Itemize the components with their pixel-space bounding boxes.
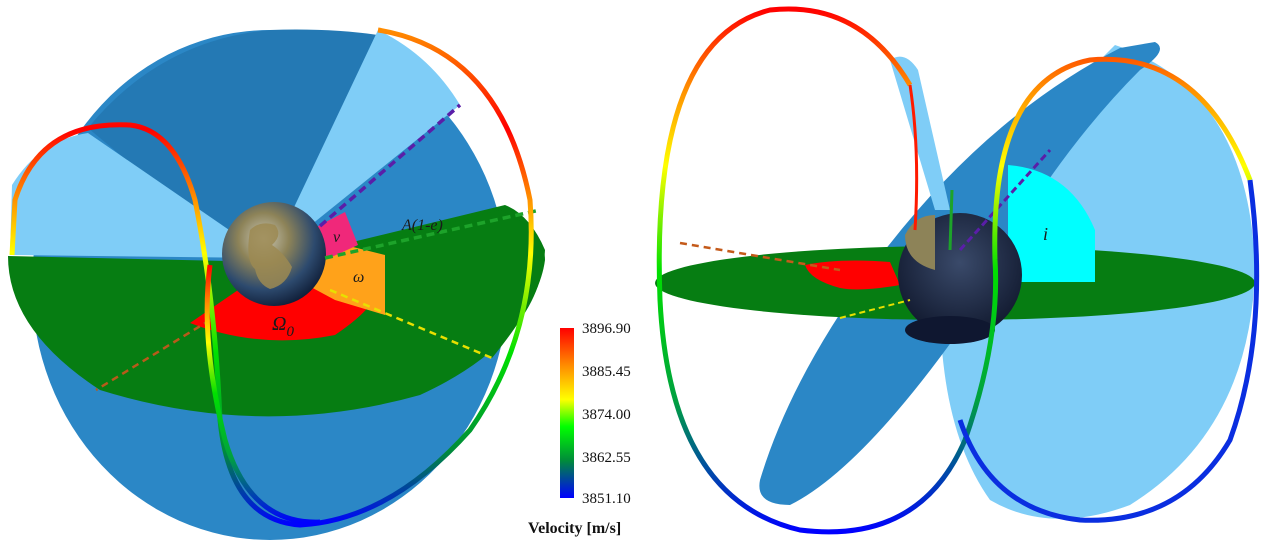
nu-label: ν [333, 229, 341, 246]
equatorial-plane-right [270, 210, 545, 358]
apoapsis-line [324, 208, 541, 260]
right-view: i [655, 6, 1260, 535]
omega-label: ω [353, 269, 364, 286]
colorbar-gradient [560, 328, 574, 498]
orbital-plane-shade [88, 29, 378, 280]
colorbar-tick-1: 3885.45 [582, 364, 631, 380]
orbit-ring-right-1 [656, 6, 1253, 535]
inclination-label: i [1043, 224, 1048, 244]
node-line-ascending [329, 288, 493, 360]
periapsis-line [318, 103, 462, 228]
orbital-plane-light-sliver [890, 56, 950, 210]
a-one-minus-e-label: A(1-e) [401, 217, 443, 234]
colorbar-tick-0: 3896.90 [582, 321, 631, 337]
colorbar-tick-4: 3851.10 [582, 491, 631, 507]
colorbar-tick-2: 3874.00 [582, 407, 631, 423]
colorbar-tick-3: 3862.55 [582, 450, 631, 466]
orbit-ring-left-inner [204, 264, 321, 525]
left-view: ν A(1-e) ω Ω0 [8, 27, 545, 540]
raan-label: Ω0 [272, 313, 294, 340]
colorbar-title: Velocity [m/s] [528, 520, 621, 537]
velocity-colorbar: 3896.90 3885.45 3874.00 3862.55 3851.10 … [528, 321, 631, 537]
periapsis-line-right [958, 148, 1052, 252]
earth-right-lower [905, 316, 995, 344]
orbital-plane-light-sector-2 [10, 133, 270, 258]
orbit-ring-right-3 [908, 84, 919, 231]
earth-right-sunlit [905, 215, 935, 270]
inclination-sector [1008, 165, 1095, 282]
node-line-right-2 [839, 299, 911, 319]
node-line-right [679, 241, 841, 272]
earth-continents [248, 223, 292, 289]
orbit-ring-left [9, 27, 534, 528]
orbital-plane-light-sector-1 [270, 30, 460, 258]
apoapsis-line-right [948, 189, 954, 251]
node-line-descending [95, 318, 211, 392]
orbit-ring-right-2 [957, 179, 1260, 523]
